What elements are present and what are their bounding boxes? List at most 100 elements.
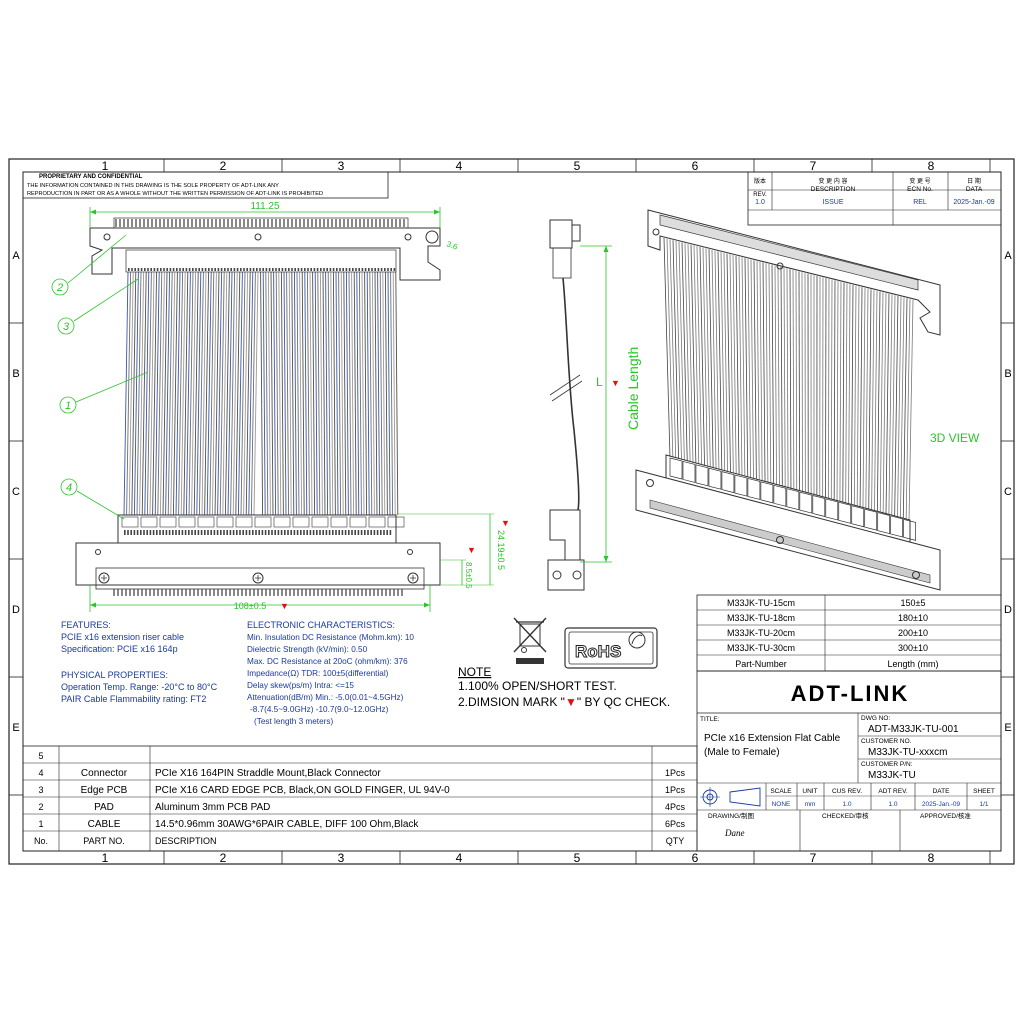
callout-2: 2 xyxy=(51,234,127,296)
meta-head-cusrev: CUS REV. xyxy=(832,788,862,795)
bom-part: CABLE xyxy=(88,819,121,830)
brand-logo: ADT-LINK xyxy=(791,681,910,706)
proprietary-notice: PROPRIETARY AND CONFIDENTIAL THE INFORMA… xyxy=(22,171,389,199)
features-block: FEATURES: PCIE x16 extension riser cable… xyxy=(61,620,218,704)
callout-1: 1 xyxy=(59,371,149,414)
proprietary-heading: PROPRIETARY AND CONFIDENTIAL xyxy=(39,174,143,180)
column-mark: 3 xyxy=(338,851,345,865)
bom-part: Edge PCB xyxy=(81,785,128,796)
meta-cusrev: 1.0 xyxy=(842,801,851,808)
rev-value-ecn: REL xyxy=(913,199,927,206)
dwg-value: ADT-M33JK-TU-001 xyxy=(868,724,959,735)
column-mark: 6 xyxy=(692,159,699,173)
bom-qty: 4Pcs xyxy=(665,802,686,812)
bom-no: 3 xyxy=(38,785,43,795)
electronic-line: Dielectric Strength (kV/min): 0.50 xyxy=(247,645,368,654)
column-mark: 5 xyxy=(574,159,581,173)
bom-header-qty: QTY xyxy=(666,836,685,846)
meta-head-unit: UNIT xyxy=(802,788,817,795)
title-label: TITLE: xyxy=(700,716,720,723)
length-header-part: Part-Number xyxy=(735,659,787,669)
meta-adtrev: 1.0 xyxy=(888,801,897,808)
electronic-line: -8.7(4.5~9.0GHz) -10.7(9.0~12.0GHz) xyxy=(250,705,389,714)
qc-mark: ▼ xyxy=(501,518,510,528)
top-bracket-hole-left xyxy=(103,233,111,241)
bom-header-no: No. xyxy=(34,836,48,846)
length-row-value: 300±10 xyxy=(898,643,928,653)
rev-head-cn-4: 日 期 xyxy=(967,177,981,185)
drawer-signature: Dane xyxy=(724,828,745,838)
bom-no: 1 xyxy=(38,819,43,829)
length-row-value: 150±5 xyxy=(901,598,926,608)
weee-icon xyxy=(513,617,547,664)
revision-table: 版本 变 更 内 容 变 更 号 日 期 REV. DESCRIPTION EC… xyxy=(747,171,1002,226)
edge-pcb-pins xyxy=(128,268,396,271)
proprietary-line1: THE INFORMATION CONTAINED IN THIS DRAWIN… xyxy=(27,183,279,189)
cable-length-label: Cable Length xyxy=(625,347,641,430)
edge-pcb-top xyxy=(113,217,409,229)
top-bracket-hole-mid xyxy=(254,233,262,241)
bom-desc: 14.5*0.96mm 30AWG*6PAIR CABLE, DIFF 100 … xyxy=(155,819,419,830)
length-row-part: M33JK-TU-30cm xyxy=(727,643,795,653)
note-line-2: 2.DIMSION MARK "▼" BY QC CHECK. xyxy=(458,695,670,709)
column-mark: 5 xyxy=(574,851,581,865)
view-3d-label: 3D VIEW xyxy=(930,431,980,445)
meta-head-sheet: SHEET xyxy=(973,788,995,795)
rev-value-desc: ISSUE xyxy=(822,199,843,206)
bom-qty: 1Pcs xyxy=(665,768,686,778)
electronic-block: ELECTRONIC CHARACTERISTICS: Min. Insulat… xyxy=(247,620,414,726)
meta-unit: mm xyxy=(805,801,816,808)
row-mark: C xyxy=(12,486,20,498)
electronic-line: Max. DC Resistance at 20oC (ohm/km): 376 xyxy=(247,657,408,666)
svg-text:3: 3 xyxy=(63,321,70,333)
length-row-part: M33JK-TU-15cm xyxy=(727,598,795,608)
checked-label: CHECKED/审核 xyxy=(822,811,869,820)
column-mark: 7 xyxy=(810,159,817,173)
rev-value-rev: 1.0 xyxy=(755,199,765,206)
customer-pn-value: M33JK-TU xyxy=(868,770,916,781)
length-row-value: 200±10 xyxy=(898,628,928,638)
row-mark: D xyxy=(1004,604,1012,616)
bom-table: 5 4 Connector PCIe X16 164PIN Straddle M… xyxy=(22,745,698,852)
side-view: L Cable Length ▼ xyxy=(547,219,641,591)
rohs-logo: RoHS xyxy=(564,627,658,669)
rev-value-date: 2025-Jan.-09 xyxy=(953,199,994,206)
column-mark: 2 xyxy=(220,851,227,865)
row-mark: A xyxy=(1004,250,1012,262)
bom-desc: Aluminum 3mm PCB PAD xyxy=(155,802,270,813)
dim-height: 24.19±0.5 xyxy=(496,530,506,570)
bom-part: PAD xyxy=(94,802,114,813)
note-title: NOTE xyxy=(458,665,491,679)
length-row-value: 180±10 xyxy=(898,613,928,623)
flat-cable-wires xyxy=(123,271,399,516)
features-line-2: Specification: PCIE x16 164p xyxy=(61,644,178,654)
dim-bottom-width: 108±0.5 xyxy=(234,601,266,611)
row-mark: B xyxy=(12,368,19,380)
screw-icon xyxy=(252,572,264,584)
callout-4: 4 xyxy=(60,478,125,520)
projection-symbol-icon xyxy=(700,787,761,807)
column-mark: 8 xyxy=(928,851,935,865)
row-mark: A xyxy=(12,250,20,262)
svg-text:4: 4 xyxy=(66,482,72,494)
electronic-line: Min. Insulation DC Resistance (Mohm.km):… xyxy=(247,633,414,642)
side-cable xyxy=(562,277,580,511)
svg-text:1: 1 xyxy=(65,400,71,412)
bom-qty: 1Pcs xyxy=(665,785,686,795)
gold-fingers xyxy=(115,219,405,227)
mount-hole xyxy=(425,230,439,244)
screw-icon xyxy=(98,572,110,584)
row-mark: E xyxy=(1004,722,1011,734)
bom-part: Connector xyxy=(81,768,128,779)
meta-head-scale: SCALE xyxy=(770,788,792,795)
bom-no: 4 xyxy=(38,768,43,778)
outer-border xyxy=(8,158,1015,865)
features-title: FEATURES: xyxy=(61,620,111,630)
customer-pn-label: CUSTOMER P/N: xyxy=(861,761,913,768)
rev-head-ecn: ECN No. xyxy=(907,186,933,193)
rev-head-cn-1: 版本 xyxy=(754,177,766,185)
meta-sheet: 1/1 xyxy=(979,801,988,808)
column-mark: 1 xyxy=(102,851,109,865)
